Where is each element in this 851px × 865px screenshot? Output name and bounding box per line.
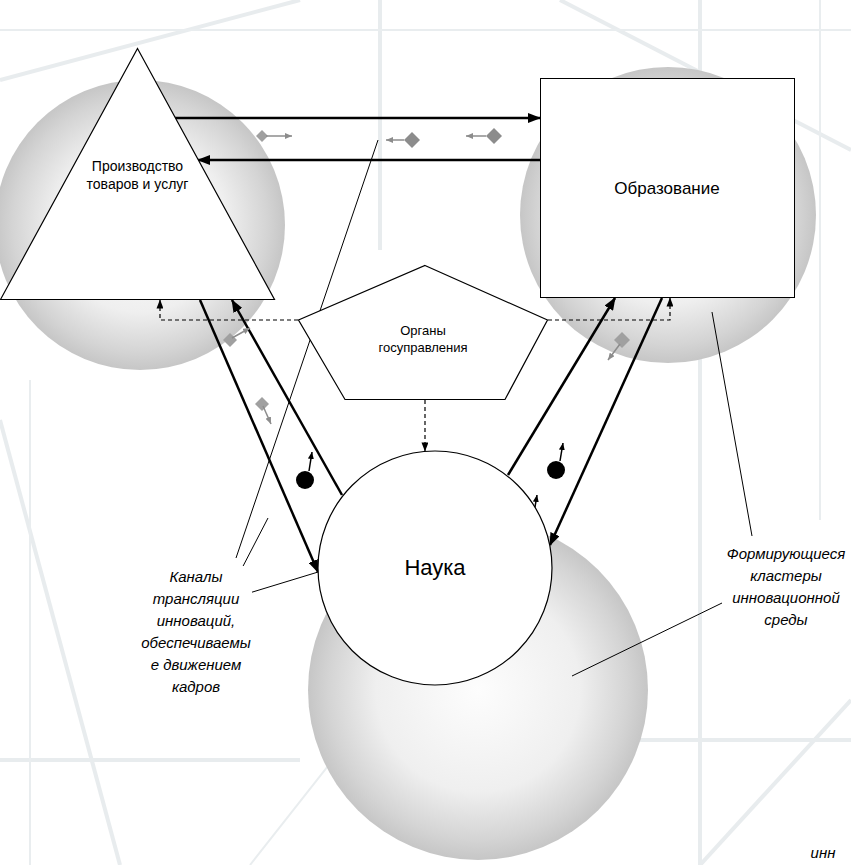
education-box: Образование [540, 78, 795, 298]
node-text: Производство товаров и услуг [83, 157, 193, 193]
roof-beam [0, 420, 120, 865]
roof-line [819, 0, 821, 520]
diamond-symbol [486, 128, 502, 144]
production-triangle: Производство товаров и услуг [0, 48, 275, 300]
leader-line [712, 312, 752, 536]
roof-line [0, 29, 851, 31]
leader-line [240, 518, 268, 572]
staff-dot [296, 471, 314, 489]
annotation-box: Каналы трансляции инноваций, обеспечивае… [140, 566, 252, 698]
node-text-group: Наука [360, 554, 510, 583]
channel-arrow [175, 117, 540, 120]
annotation-label: Формирующиеся кластеры инновационной сре… [726, 543, 846, 631]
node-outline [0, 48, 275, 300]
symbol-arrow [263, 406, 271, 424]
diamond-symbol [223, 333, 237, 347]
control-arrow [160, 300, 298, 320]
symbol-arrow [466, 135, 486, 137]
channel-arrow [550, 298, 662, 545]
node-text-group: Органы госуправления [358, 323, 488, 357]
diamond-symbol [614, 332, 630, 348]
roof-beam [700, 700, 851, 865]
government-pentagon: Органы госуправления [298, 265, 548, 400]
control-arrow [548, 298, 670, 320]
science-circle: Наука [317, 450, 553, 686]
innovation-cluster [520, 67, 816, 363]
diamond-symbol [404, 132, 420, 148]
symbol-arrow [560, 443, 563, 461]
node-outline-shape [318, 451, 552, 685]
leader-line [572, 603, 722, 676]
channel-arrow [198, 159, 540, 162]
node-outline-shape [299, 266, 548, 400]
roof-beam [378, 0, 382, 250]
node-text: Образование [567, 178, 767, 200]
control-arrow [424, 400, 425, 451]
node-text: Наука [360, 554, 510, 583]
symbol-arrow [386, 139, 404, 141]
annotation-box: инн [798, 842, 848, 864]
roof-line [29, 380, 31, 865]
diamond-symbol [255, 397, 269, 411]
annotation-label: инн [798, 842, 848, 864]
channel-arrow [200, 300, 318, 572]
symbol-arrow [608, 344, 620, 360]
symbol-arrow [309, 452, 312, 471]
roof-beam [0, 758, 300, 762]
node-text-group: Производство товаров и услуг [83, 157, 193, 193]
annotation-label: Каналы трансляции инноваций, обеспечивае… [140, 566, 252, 698]
symbol-arrow [266, 135, 292, 137]
node-text: Органы госуправления [358, 323, 488, 357]
node-outline-shape [1, 49, 275, 300]
staff-dot [547, 461, 565, 479]
node-text-group: Образование [567, 178, 767, 200]
annotation-box: Формирующиеся кластеры инновационной сре… [726, 543, 846, 631]
symbol-arrow [232, 328, 250, 338]
roof-beam [0, 0, 300, 80]
